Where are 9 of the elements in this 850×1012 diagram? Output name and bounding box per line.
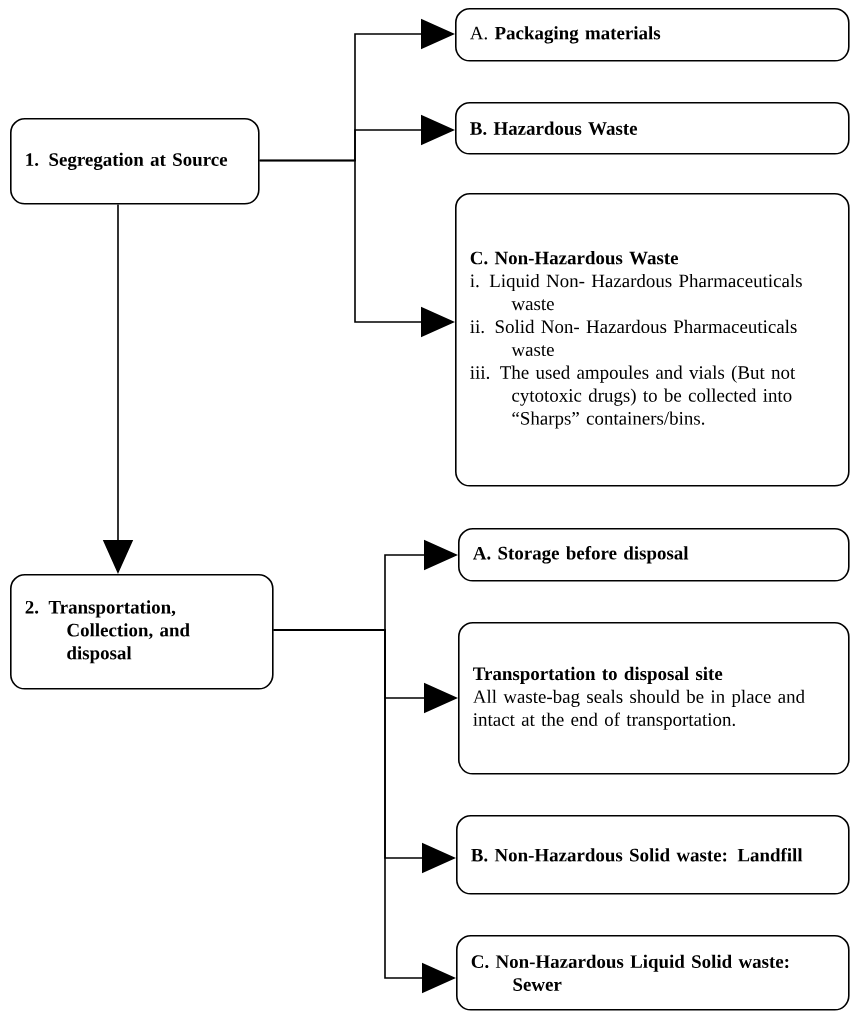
rounded-box: A. Packaging materials [455,8,850,62]
rounded-box: 1. Segregation at Source [10,118,260,205]
rounded-box: C. Non-Hazardous Liquid Solid waste: Sewer [456,935,850,1011]
rounded-box: C. Non-Hazardous Waste i. Liquid Non- Hazardous Pharmaceuticals waste ii. Solid Non- Hazardous Pharmaceuticals waste iii. The used ampoules and vials (But not cytotoxic drugs) to be collected into “Sharps” containers/bins. [455,193,850,487]
rounded-box: B. Non-Hazardous Solid waste: Landfill [456,815,850,895]
rounded-box: Transportation to disposal site All waste-bag seals should be in place and intact at the end of transportation. [458,622,850,775]
rounded-box: 2. Transportation, Collection, and disposal [10,574,274,690]
rounded-box: B. Hazardous Waste [455,102,850,155]
rounded-box: A. Storage before disposal [458,528,850,582]
